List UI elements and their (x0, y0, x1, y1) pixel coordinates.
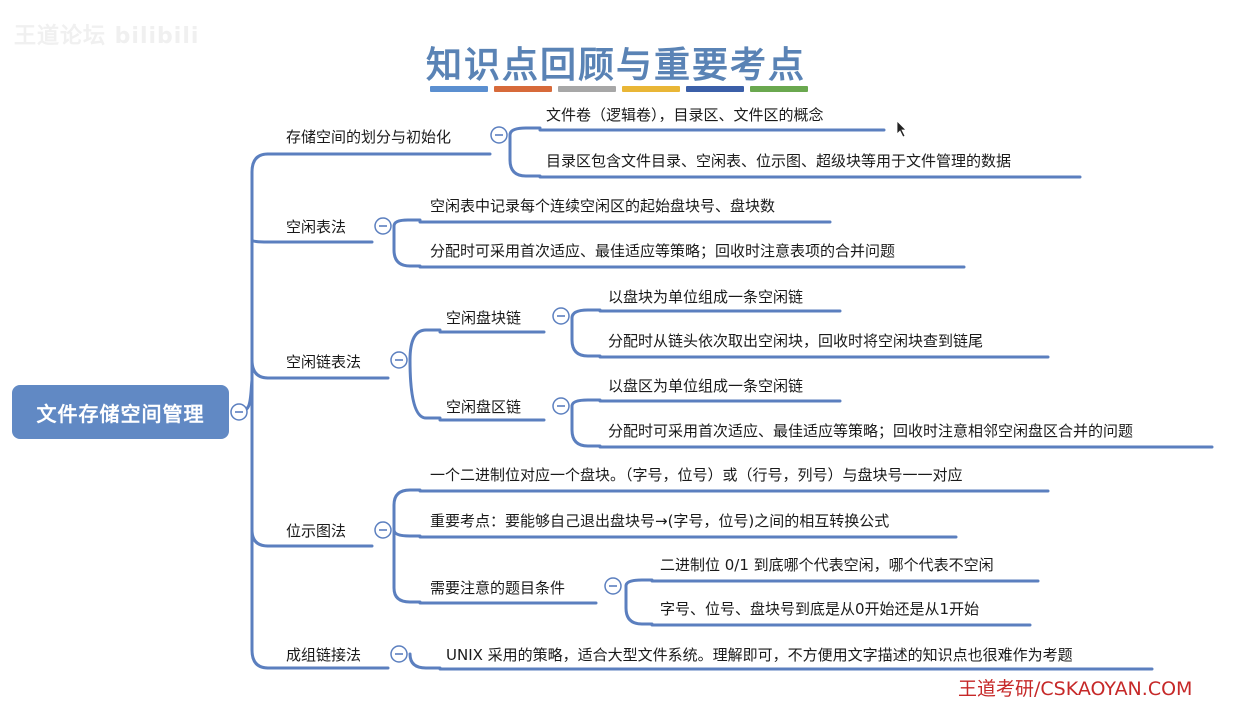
branch-label-grouped-link[interactable]: 成组链接法 (286, 646, 362, 664)
root-connector (250, 358, 270, 380)
leaf-text: 目录区包含文件目录、空闲表、位示图、超级块等用于文件管理的数据 (546, 152, 1012, 170)
fork-line (408, 358, 442, 420)
mouse-cursor-icon (896, 120, 907, 138)
leaf-text: 重要考点：要能够自己退出盘块号→(字号，位号)之间的相互转换公式 (430, 512, 890, 530)
footer-brand: 王道考研/CSKAOYAN.COM (958, 678, 1193, 700)
leaf-text: 二进制位 0/1 到底哪个代表空闲，哪个代表不空闲 (660, 556, 994, 574)
color-swatch-1 (430, 86, 488, 92)
fork-line (392, 528, 422, 538)
fork-line (392, 488, 422, 532)
color-swatch-5 (686, 86, 744, 92)
page-title: 知识点回顾与重要考点 (425, 45, 806, 86)
sub-label-free-extent-chain[interactable]: 空闲盘区链 (446, 398, 522, 416)
sub-label-conditions[interactable]: 需要注意的题目条件 (430, 579, 566, 597)
branch-label-free-table[interactable]: 空闲表法 (286, 218, 347, 236)
fork-line (408, 652, 442, 670)
color-bar (430, 86, 810, 92)
fork-line (392, 224, 422, 268)
fork-line (508, 126, 542, 137)
color-swatch-3 (558, 86, 616, 92)
leaf-text: 文件卷（逻辑卷），目录区、文件区的概念 (546, 106, 824, 124)
color-swatch-4 (622, 86, 680, 92)
leaf-text: 分配时可采用首次适应、最佳适应等策略；回收时注意相邻空闲盘区合并的问题 (608, 422, 1134, 440)
color-swatch-6 (750, 86, 808, 92)
fork-line (570, 398, 602, 408)
watermark: 王道论坛 bilibili (14, 24, 200, 49)
leaf-text: 空闲表中记录每个连续空闲区的起始盘块号、盘块数 (430, 197, 776, 215)
leaf-text: UNIX 采用的策略，适合大型文件系统。理解即可，不方便用文字描述的知识点也很难… (446, 646, 1073, 664)
root-connector (236, 152, 270, 414)
fork-line (624, 578, 654, 588)
fork-line (392, 528, 422, 604)
fork-line (570, 404, 602, 448)
leaf-text: 一个二进制位对应一个盘块。（字号，位号）或（行号，列号）与盘块号一一对应 (430, 466, 963, 484)
fork-line (570, 308, 602, 320)
fork-line (570, 316, 602, 358)
leaf-text: 以盘块为单位组成一条空闲链 (608, 288, 804, 306)
branch-label-partition[interactable]: 存储空间的划分与初始化 (286, 128, 452, 146)
leaf-text: 字号、位号、盘块号到底是从0开始还是从1开始 (660, 600, 980, 618)
leaf-text: 分配时可采用首次适应、最佳适应等策略；回收时注意表项的合并问题 (430, 242, 896, 260)
leaf-text: 以盘区为单位组成一条空闲链 (608, 377, 804, 395)
fork-line (392, 218, 422, 228)
color-swatch-2 (494, 86, 552, 92)
branch-label-bitmap[interactable]: 位示图法 (286, 522, 347, 540)
root-connector (250, 378, 270, 670)
root-node[interactable]: 文件存储空间管理 (12, 385, 229, 439)
fork-line (408, 328, 442, 362)
sub-label-free-block-chain[interactable]: 空闲盘块链 (446, 309, 522, 327)
root-connector (250, 238, 270, 244)
fork-line (508, 133, 542, 178)
fork-line (624, 584, 654, 626)
branch-label-free-list[interactable]: 空闲链表法 (286, 353, 362, 371)
root-connector (250, 528, 270, 548)
leaf-text: 分配时从链头依次取出空闲块，回收时将空闲块查到链尾 (608, 332, 984, 350)
